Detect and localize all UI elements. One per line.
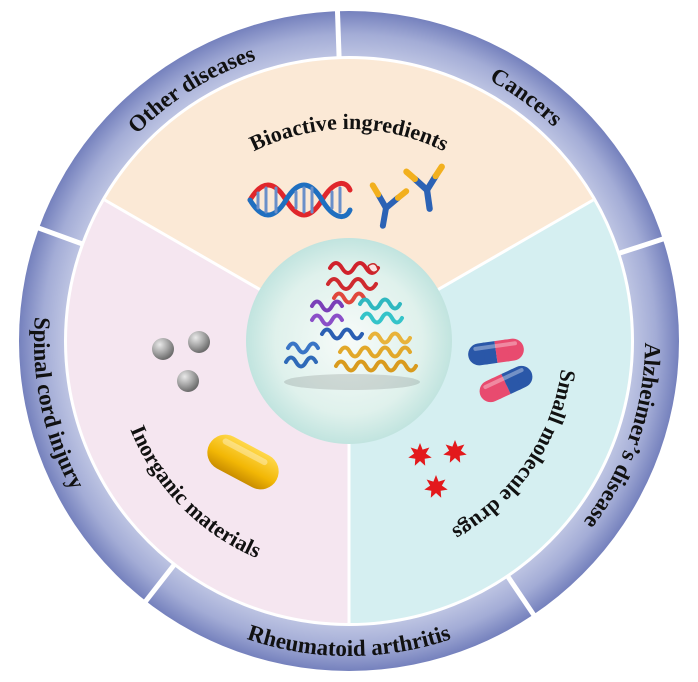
dna-icon [247, 181, 353, 219]
ring-separator-line [614, 236, 666, 257]
ring-separator-line [36, 225, 87, 248]
antibody-icon [403, 163, 445, 212]
capsule-icon [468, 338, 524, 366]
ring-separator-line [503, 571, 537, 618]
star-icon [424, 475, 448, 498]
protein-shadow [284, 374, 420, 390]
ring-separator-line [334, 9, 342, 62]
center-circle [246, 238, 452, 444]
star-icon [408, 440, 467, 498]
sphere-icon [152, 331, 210, 392]
protein-structure-icon [284, 261, 418, 373]
antibody-icon [369, 182, 410, 229]
star-icon [443, 440, 467, 463]
ring-inner-edge [64, 56, 634, 626]
star-icon [408, 443, 432, 466]
capsule-icon [479, 365, 533, 403]
ring-separators [36, 9, 666, 626]
antibody-icon [369, 163, 445, 229]
ring-separator-line [142, 560, 179, 605]
pill-icon [207, 434, 279, 490]
